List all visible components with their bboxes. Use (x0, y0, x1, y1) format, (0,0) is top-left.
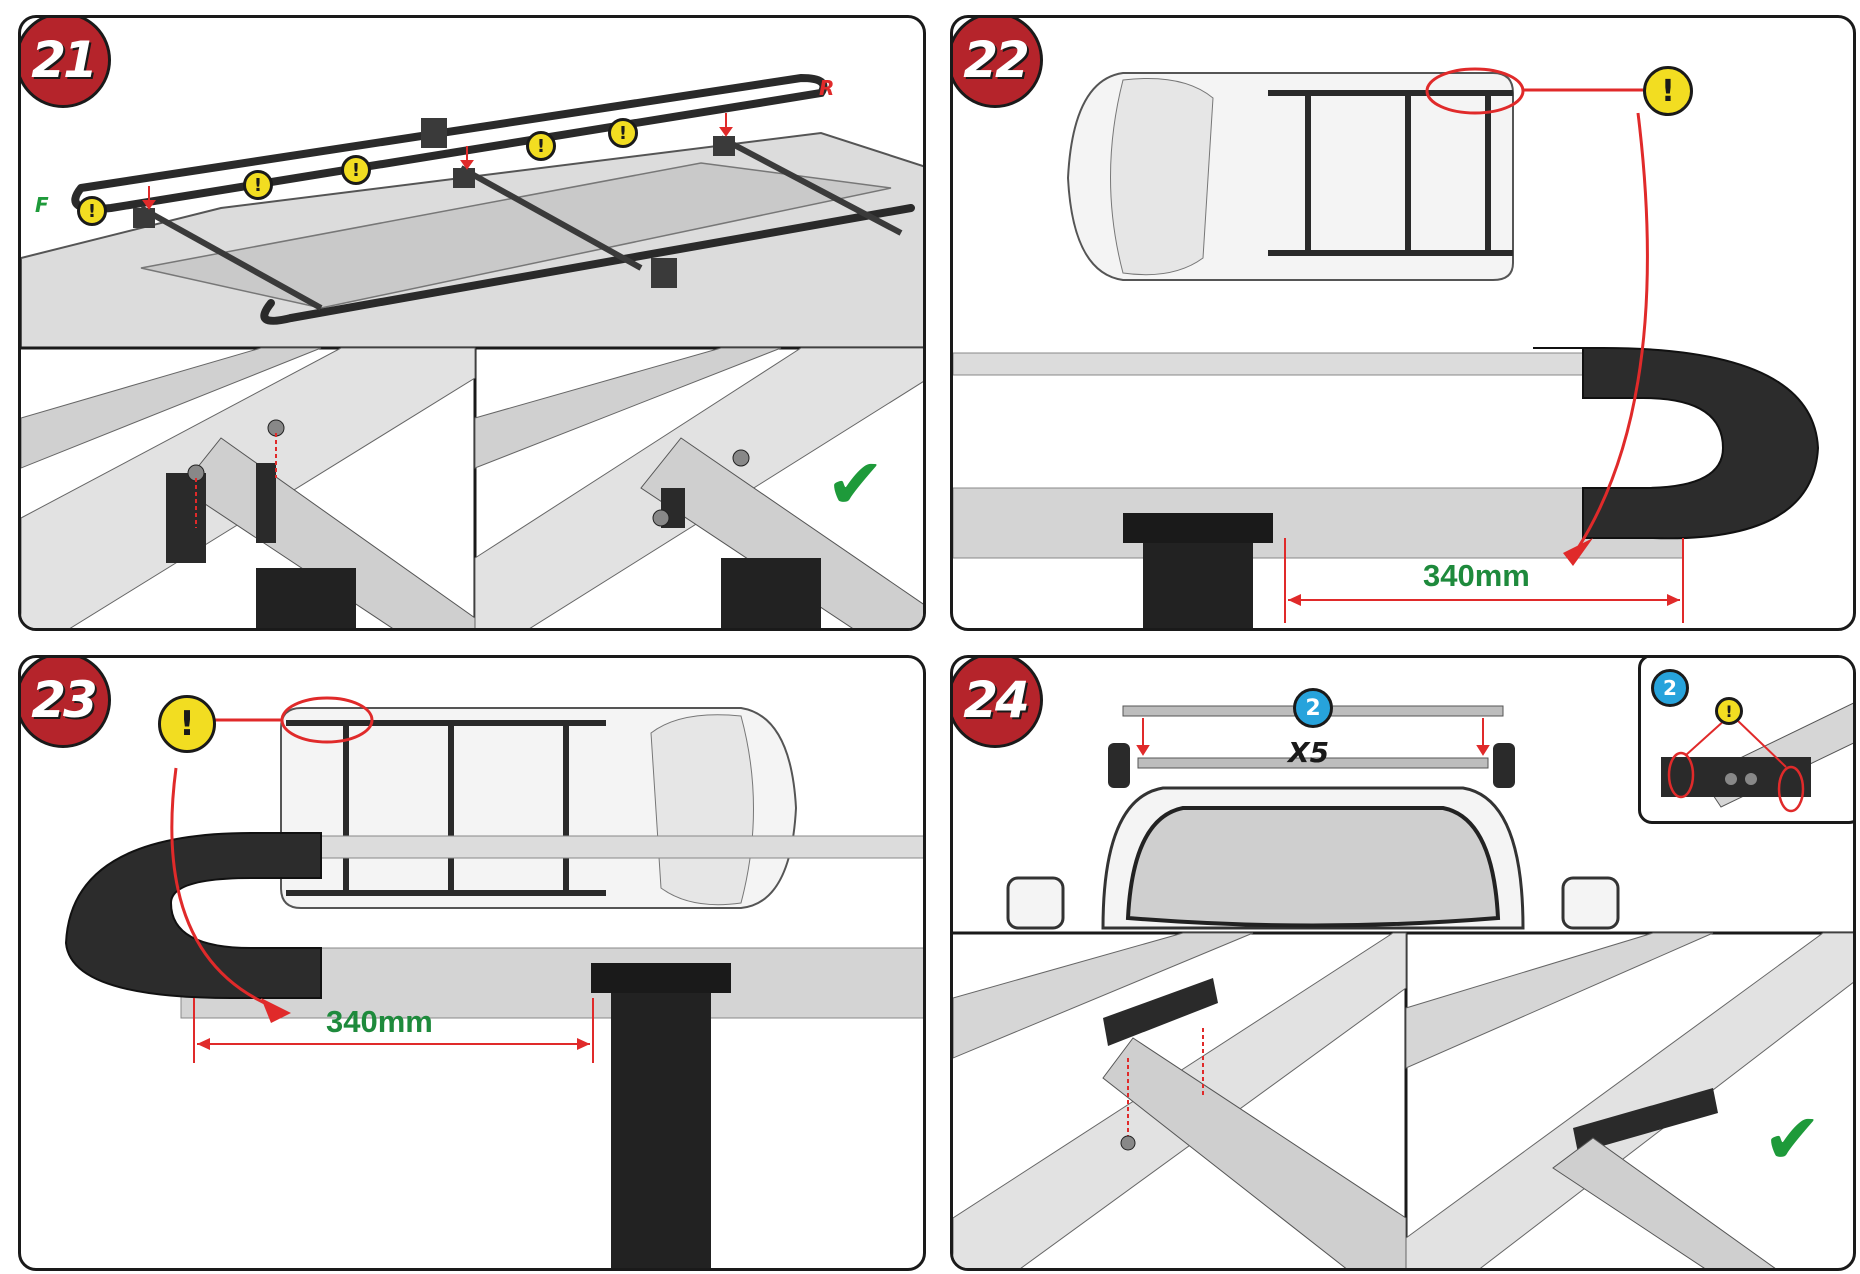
part-number-badge: 2 (1293, 688, 1333, 728)
warning-icon: ! (1643, 66, 1693, 116)
check-icon: ✔ (1763, 1098, 1822, 1180)
part-number-badge: 2 (1651, 669, 1689, 707)
warning-icon: ! (77, 196, 107, 226)
warning-icon: ! (341, 155, 371, 185)
step-22-illustration (953, 67, 1820, 628)
warning-icon: ! (158, 695, 216, 753)
warning-icon: ! (526, 131, 556, 161)
step-24-illustration (953, 705, 1853, 1268)
step-21-panel: 21 F R ! ! ! ! ! ✔ (18, 15, 926, 631)
warning-icon: ! (608, 118, 638, 148)
step-21-illustration (21, 73, 923, 628)
check-icon: ✔ (826, 443, 885, 525)
quantity-label: X5 (1288, 736, 1330, 769)
step-number-badge: 23 (21, 658, 111, 748)
step-24-panel: 24 2 X5 ✔ 2 ! (950, 655, 1856, 1271)
step-22-panel: 22 ! 340mm (950, 15, 1856, 631)
step-number-badge: 24 (953, 658, 1043, 748)
bracket-detail-illustration (1661, 702, 1853, 813)
rear-label: R (819, 76, 835, 100)
front-label: F (35, 193, 49, 217)
step-number-badge: 21 (21, 18, 111, 108)
measurement-label: 340mm (326, 1004, 433, 1039)
step-23-illustration (64, 696, 923, 1268)
warning-icon: ! (1715, 697, 1743, 725)
measurement-label: 340mm (1423, 558, 1530, 593)
step-23-panel: 23 ! 340mm (18, 655, 926, 1271)
step-number-badge: 22 (953, 18, 1043, 108)
bracket-detail-inset: 2 ! (1638, 658, 1853, 824)
warning-icon: ! (243, 170, 273, 200)
